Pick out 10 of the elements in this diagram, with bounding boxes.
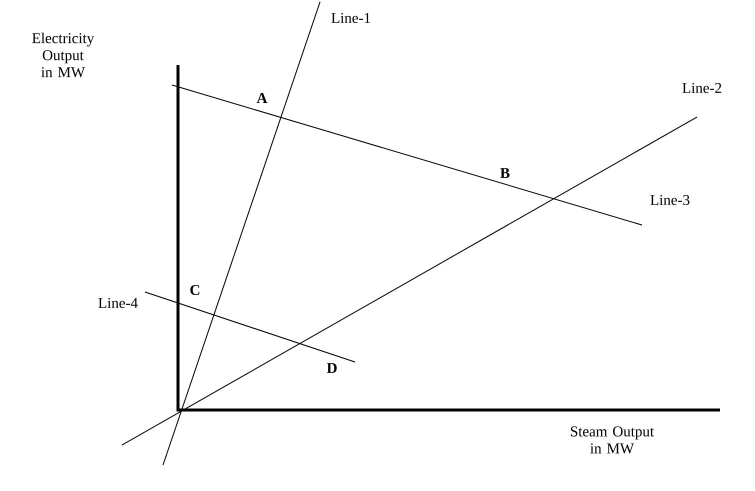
line-label: Line-1 <box>331 12 370 24</box>
line-label: Line-3 <box>650 194 690 206</box>
axis-label: Electricity Output in MW <box>32 32 94 78</box>
point-label: D <box>326 363 337 373</box>
line-label: Line-2 <box>682 82 722 94</box>
axis-label: Steam Output in MW <box>570 426 654 454</box>
point-label: C <box>190 284 200 296</box>
point-label: A <box>256 93 268 103</box>
point-label: B <box>500 168 510 178</box>
line-label: Line-4 <box>98 298 138 308</box>
